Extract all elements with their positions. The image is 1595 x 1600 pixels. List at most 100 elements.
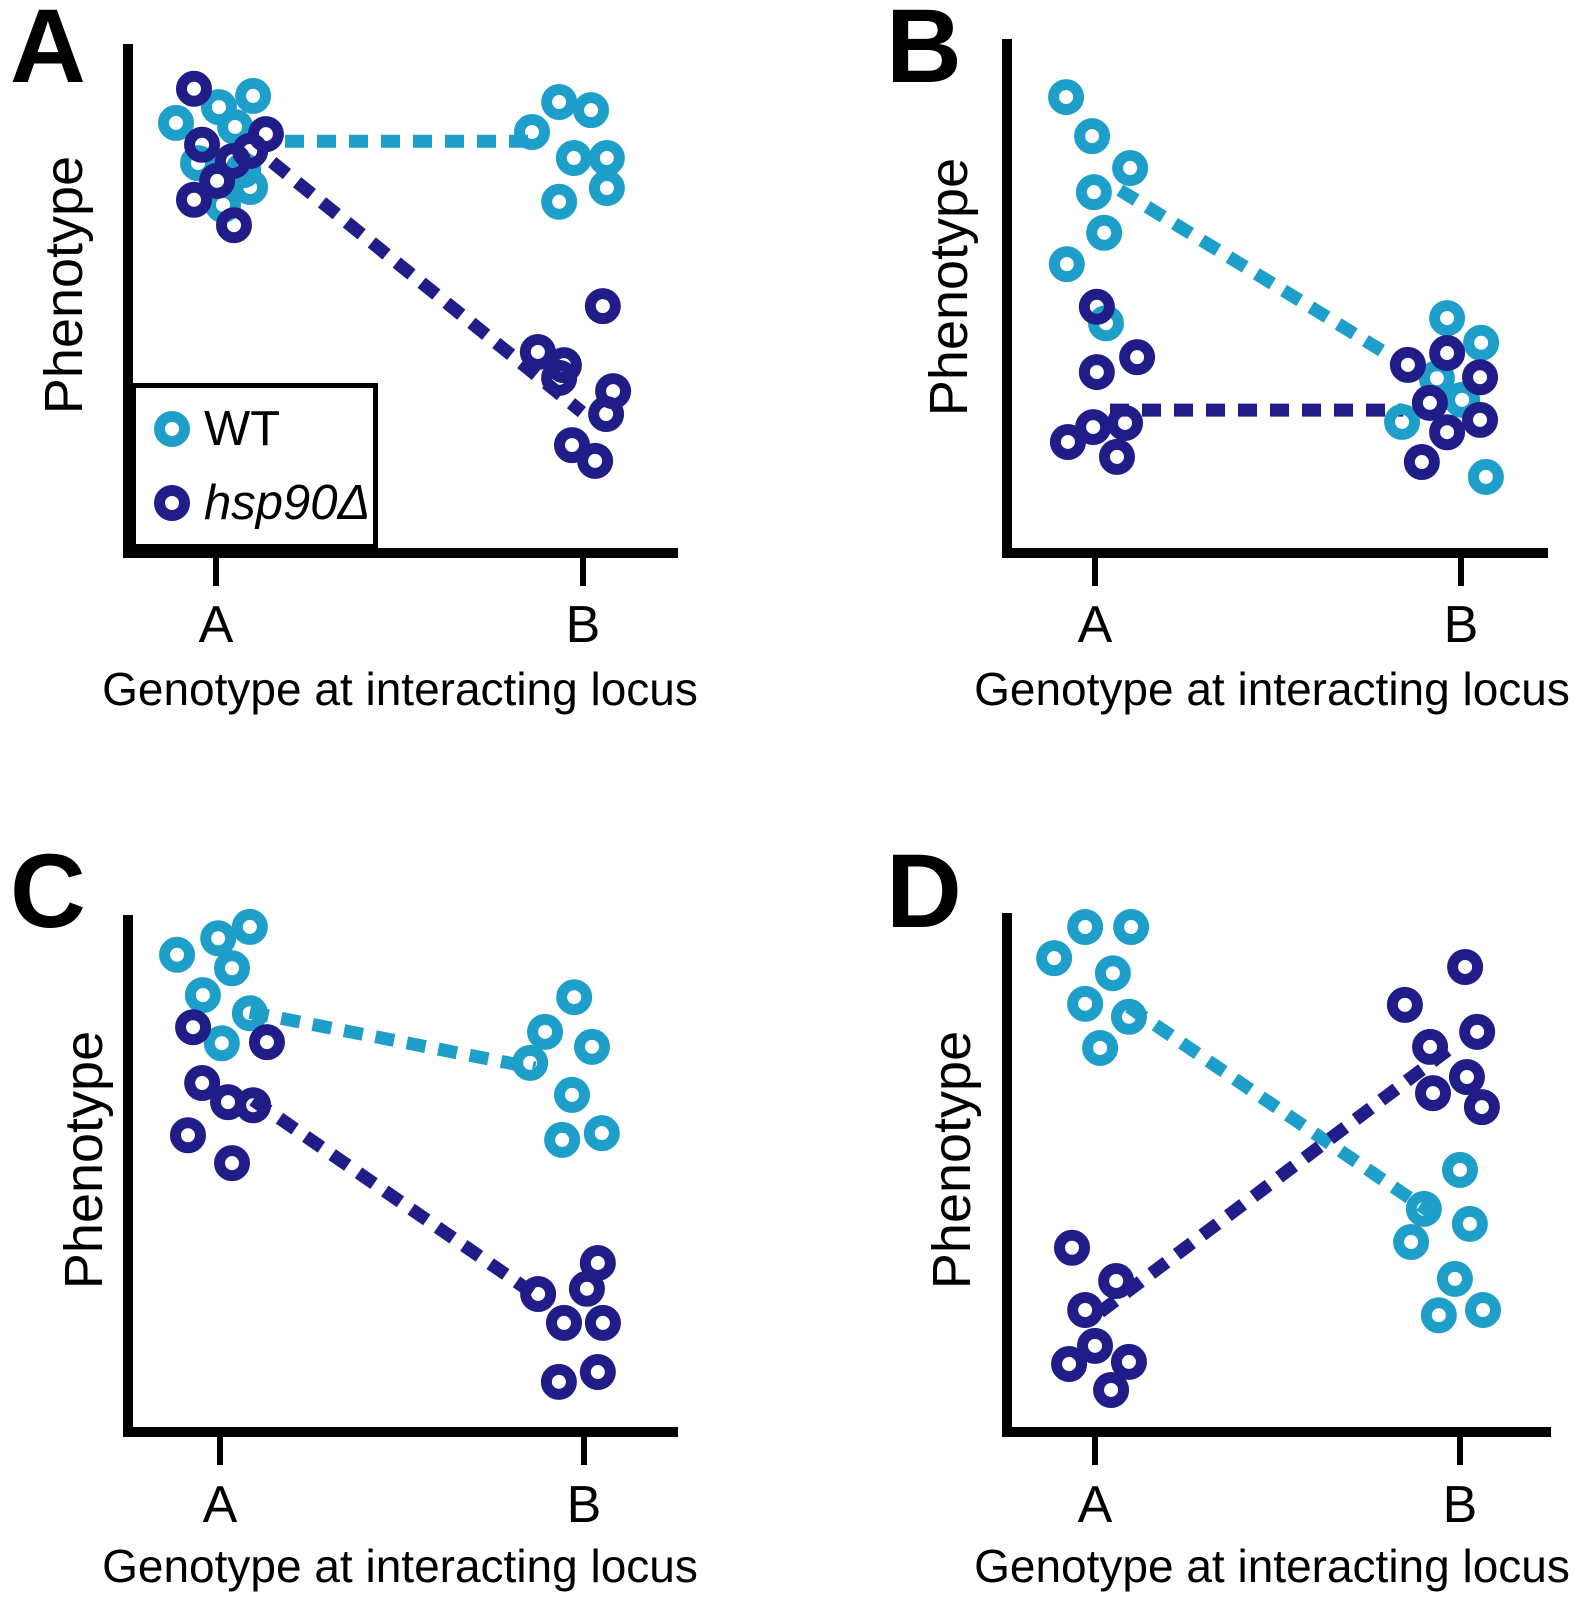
data-point-A-wt: [555, 140, 592, 177]
wt-marker-icon: [154, 411, 190, 447]
data-point-B-wt: [1444, 381, 1481, 418]
data-point-A-wt: [573, 92, 610, 129]
panel-c-y-axis-label: Phenotype: [54, 1030, 114, 1290]
data-point-A-hsp90: [184, 126, 221, 163]
data-point-C-wt: [583, 1115, 620, 1152]
data-point-D-hsp90: [1077, 1327, 1113, 1364]
panel-b-y-axis-label: Phenotype: [919, 157, 979, 417]
hsp90-marker-icon: [154, 485, 190, 521]
data-point-A-hsp90: [215, 207, 252, 244]
data-point-C-hsp90: [520, 1275, 557, 1312]
panel-c-letter: C: [10, 833, 86, 950]
data-point-B-hsp90: [1429, 414, 1466, 451]
trend-line-C-wt: [248, 1005, 537, 1075]
data-point-B-wt: [1086, 214, 1123, 251]
panel-b-x-axis-label: Genotype at interacting locus: [974, 663, 1570, 715]
data-point-D-hsp90: [1463, 1089, 1500, 1126]
data-point-C-wt: [203, 1025, 240, 1062]
data-point-D-wt: [1451, 1205, 1488, 1242]
trend-line-B-wt: [1116, 184, 1404, 368]
data-point-C-wt: [231, 995, 268, 1032]
data-point-B-wt: [1074, 118, 1111, 155]
panel-a-tick-label-a: A: [198, 596, 234, 654]
data-point-D-wt: [1110, 998, 1147, 1035]
data-point-B-hsp90: [1075, 409, 1112, 446]
data-point-D-wt: [1082, 1029, 1119, 1066]
data-point-D-hsp90: [1051, 1346, 1088, 1383]
data-point-D-wt: [1464, 1292, 1501, 1329]
data-point-B-wt: [1384, 403, 1421, 440]
data-point-B-wt: [1048, 246, 1085, 283]
data-point-C-hsp90: [214, 1145, 251, 1182]
data-point-C-wt: [527, 1013, 564, 1050]
data-point-C-wt: [159, 936, 196, 973]
data-point-A-hsp90: [584, 288, 621, 325]
data-point-B-wt: [1048, 79, 1085, 116]
data-point-C-hsp90: [169, 1117, 206, 1154]
data-point-C-hsp90: [545, 1304, 582, 1341]
trend-line-D-wt: [1125, 1001, 1434, 1218]
legend-label-wt: WT: [204, 402, 281, 456]
data-point-C-wt: [544, 1121, 581, 1158]
data-point-C-wt: [574, 1028, 611, 1065]
data-point-D-wt: [1405, 1190, 1442, 1227]
data-point-D-hsp90: [1447, 948, 1484, 985]
data-point-B-hsp90: [1049, 423, 1086, 460]
data-point-D-wt: [1393, 1224, 1430, 1261]
data-point-B-hsp90: [1462, 359, 1499, 396]
panel-d-letter: D: [886, 833, 962, 950]
trend-line-A-hsp90: [268, 157, 586, 418]
data-point-B-hsp90: [1429, 335, 1466, 372]
data-point-D-hsp90: [1067, 1292, 1104, 1329]
data-point-A-hsp90: [199, 162, 236, 199]
data-point-D-hsp90: [1448, 1059, 1485, 1096]
data-point-C-hsp90: [184, 1065, 221, 1102]
data-point-D-hsp90: [1459, 1013, 1496, 1050]
legend-item-wt: WT: [154, 404, 373, 454]
data-point-A-wt: [513, 114, 550, 151]
data-point-D-wt: [1036, 940, 1073, 977]
data-point-B-wt: [1429, 300, 1466, 337]
panel-b-letter: B: [886, 0, 962, 105]
panel-d-y-axis-label: Phenotype: [922, 1030, 982, 1290]
data-point-B-hsp90: [1462, 401, 1499, 438]
panel-a-letter: A: [10, 0, 86, 105]
panel-c-tick-label-a: A: [202, 1476, 238, 1534]
data-point-C-wt: [200, 920, 237, 957]
data-point-A-hsp90: [175, 70, 212, 107]
data-point-D-wt: [1436, 1260, 1473, 1297]
data-point-A-wt: [541, 84, 578, 121]
data-point-A-hsp90: [588, 396, 625, 433]
panel-d-x-axis-label: Genotype at interacting locus: [974, 1540, 1570, 1592]
data-point-C-hsp90: [175, 1009, 212, 1046]
data-point-D-hsp90: [1093, 1371, 1130, 1408]
data-point-B-hsp90: [1411, 384, 1448, 421]
data-point-D-hsp90: [1386, 986, 1423, 1023]
data-point-D-hsp90: [1412, 1028, 1449, 1065]
data-point-A-wt: [588, 140, 625, 177]
data-point-B-hsp90: [1389, 346, 1426, 383]
data-point-C-wt: [184, 977, 221, 1014]
panel-a-y-axis-label: Phenotype: [34, 155, 94, 415]
data-point-B-hsp90: [1107, 404, 1144, 441]
data-point-A-hsp90: [553, 427, 590, 464]
data-point-D-hsp90: [1098, 1262, 1135, 1299]
data-point-B-wt: [1463, 324, 1500, 361]
data-point-A-hsp90: [519, 333, 556, 370]
data-point-D-hsp90: [1110, 1343, 1147, 1380]
data-point-A-wt: [541, 183, 578, 220]
panel-d-tick-label-a: A: [1077, 1476, 1113, 1534]
data-point-C-hsp90: [540, 1363, 577, 1400]
axis-spine-B: [1002, 39, 1548, 558]
data-point-B-hsp90: [1078, 288, 1115, 325]
data-point-C-wt: [556, 979, 593, 1016]
data-point-C-wt: [553, 1076, 590, 1113]
legend: WT hsp90Δ: [131, 383, 378, 549]
data-point-D-hsp90: [1054, 1229, 1091, 1266]
legend-label-hsp90: hsp90Δ: [204, 476, 371, 530]
data-point-B-wt: [1112, 150, 1149, 187]
panel-c-x-axis-label: Genotype at interacting locus: [102, 1540, 698, 1592]
data-point-C-wt: [512, 1044, 549, 1081]
